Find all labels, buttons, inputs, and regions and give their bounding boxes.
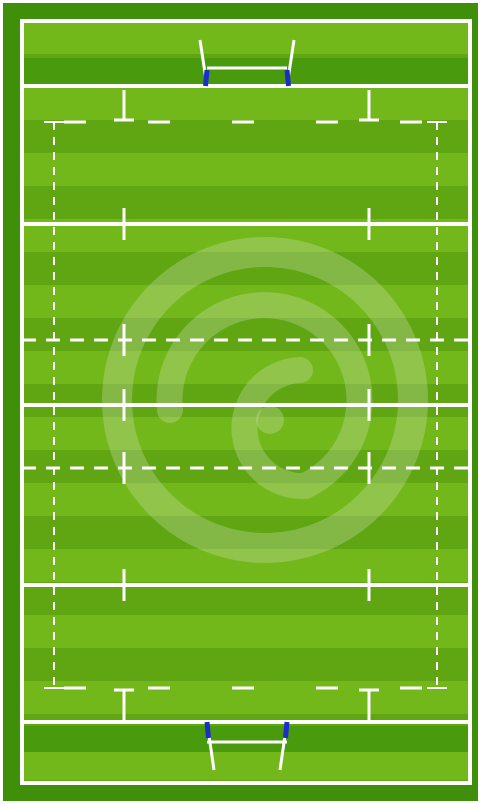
watermark-core: [256, 406, 284, 434]
grass-stripe: [22, 681, 470, 714]
grass-stripe: [22, 120, 470, 153]
grass-stripe: [22, 87, 470, 120]
post-pad-right-bottom: [286, 722, 288, 738]
grass-stripe: [22, 483, 470, 516]
post-pad-left-top: [206, 70, 208, 86]
grass-stripe: [22, 21, 470, 54]
grass-stripe: [22, 648, 470, 681]
post-pad-left-bottom: [207, 722, 209, 738]
post-pad-right-top: [287, 70, 289, 86]
grass-stripe: [22, 153, 470, 186]
grass-stripe: [22, 615, 470, 648]
grass-stripe: [22, 186, 470, 219]
in-goal-band-bottom: [22, 726, 470, 752]
in-goal-band-top: [22, 58, 470, 84]
